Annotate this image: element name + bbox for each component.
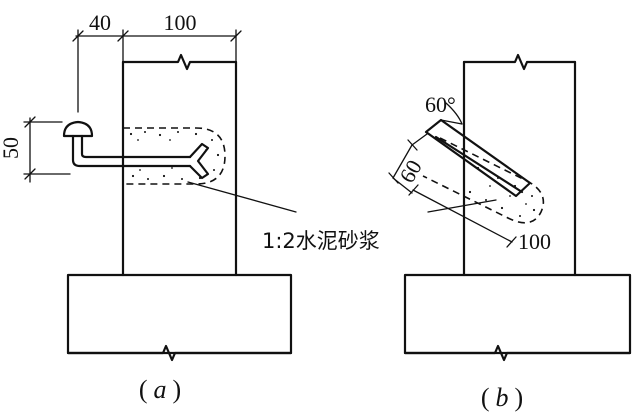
dim-label-40: 40 xyxy=(89,10,111,35)
dim-tick-diagonal-2-b xyxy=(407,139,418,151)
footing-a xyxy=(66,273,293,355)
dim-tick-4-a xyxy=(24,116,36,128)
angle-label-60: 60° xyxy=(425,92,456,117)
leader-line-mortar xyxy=(187,181,297,213)
dim-tick-depth-2-b xyxy=(506,236,517,248)
dim-tick-1-a xyxy=(72,30,84,42)
mortar-hatch-b xyxy=(468,166,536,217)
dim-tick-2-a xyxy=(117,30,129,42)
angle-arc-b xyxy=(445,102,463,125)
dim-ext-diagonal-1-b xyxy=(411,133,428,146)
wall-break-line-b xyxy=(462,53,577,71)
footing-break-line-a xyxy=(66,344,293,362)
dim-label-100-depth: 100 xyxy=(518,229,551,254)
anchor-stem-a xyxy=(71,134,192,168)
dim-line-depth-b xyxy=(412,189,513,243)
wall-break-line-a xyxy=(121,53,238,71)
caption-a: (a) xyxy=(139,375,181,404)
caption-b: (b) xyxy=(481,383,523,412)
dim-tick-3-a xyxy=(230,30,242,42)
figure-a: 40 100 50 1:2水泥砂浆 (a) xyxy=(0,10,380,404)
inclined-bar-b xyxy=(424,118,532,198)
dim-line-diagonal-b xyxy=(392,144,413,179)
mortar-label: 1:2水泥砂浆 xyxy=(262,229,380,253)
leader-line-depth-b xyxy=(427,199,497,213)
anchor-head-a xyxy=(62,120,94,138)
dim-label-100-top: 100 xyxy=(164,10,197,35)
footing-break-line-b xyxy=(403,344,632,362)
figure-b: 60° 60 100 (b) xyxy=(388,53,632,412)
mortar-pocket-b xyxy=(422,137,545,224)
dim-label-50: 50 xyxy=(0,137,23,159)
footing-b xyxy=(403,273,632,355)
dim-tick-5-a xyxy=(24,168,36,180)
dim-tick-diagonal-1-b xyxy=(388,172,399,184)
dim-tick-depth-1-b xyxy=(408,184,419,196)
anchor-fishtail-a xyxy=(188,142,210,180)
anchor-stem-inner-a xyxy=(80,134,192,159)
angle-ref-line-b xyxy=(440,119,463,125)
mortar-hatch-a xyxy=(129,131,220,180)
inclined-bar-inner-b xyxy=(434,135,524,194)
